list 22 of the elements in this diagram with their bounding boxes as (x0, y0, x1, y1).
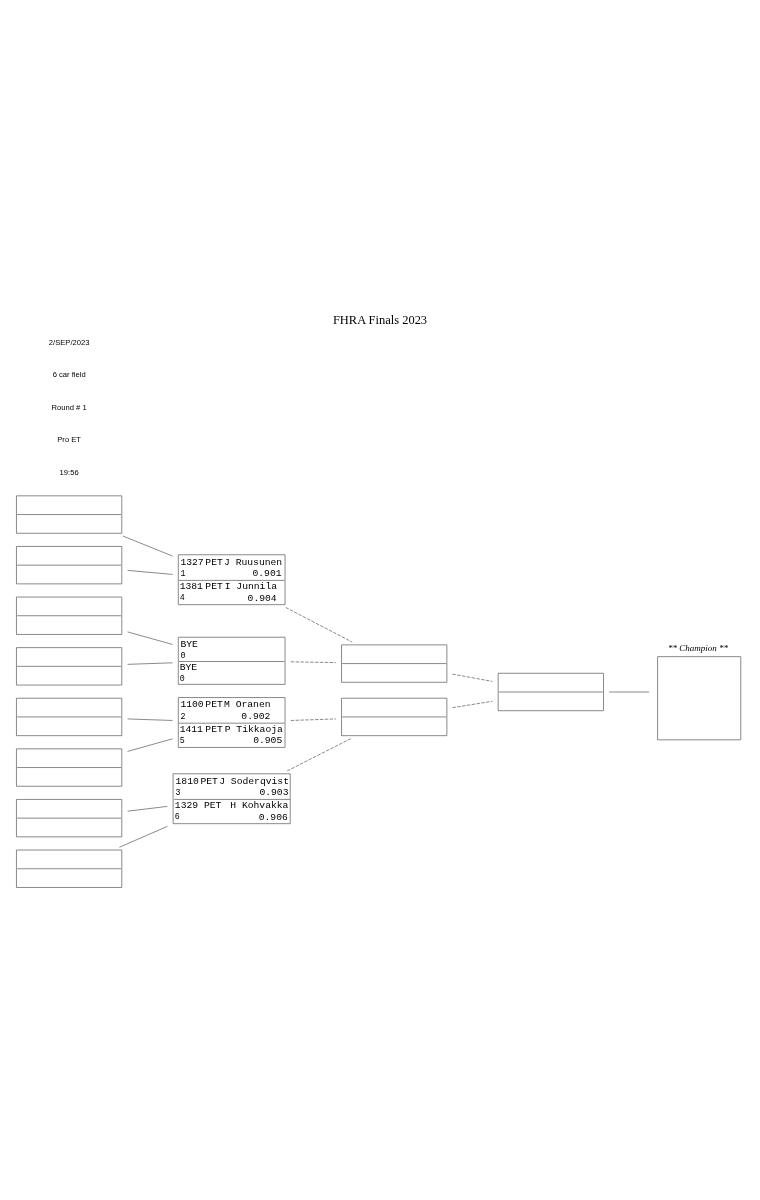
label: Pro ET (57, 434, 81, 444)
connector (290, 660, 337, 663)
connector (127, 805, 168, 812)
connector (127, 631, 173, 645)
connector (127, 737, 173, 752)
label: 19:56 (59, 467, 79, 477)
label: Round # 1 (51, 402, 87, 412)
connector (127, 569, 173, 575)
diagram-title: FHRA Finals 2023 (332, 312, 428, 327)
connector (127, 718, 173, 721)
connector (127, 661, 173, 665)
label: 6 car field (52, 369, 86, 379)
connector (452, 673, 493, 682)
label: 2/SEP/2023 (48, 337, 90, 347)
connector (119, 825, 168, 848)
node-label: ** Champion ** (667, 642, 729, 653)
node-box (657, 655, 742, 740)
connector (452, 700, 493, 708)
connector (290, 718, 337, 721)
connector (286, 737, 352, 771)
connector (122, 535, 173, 556)
connector (285, 606, 353, 642)
